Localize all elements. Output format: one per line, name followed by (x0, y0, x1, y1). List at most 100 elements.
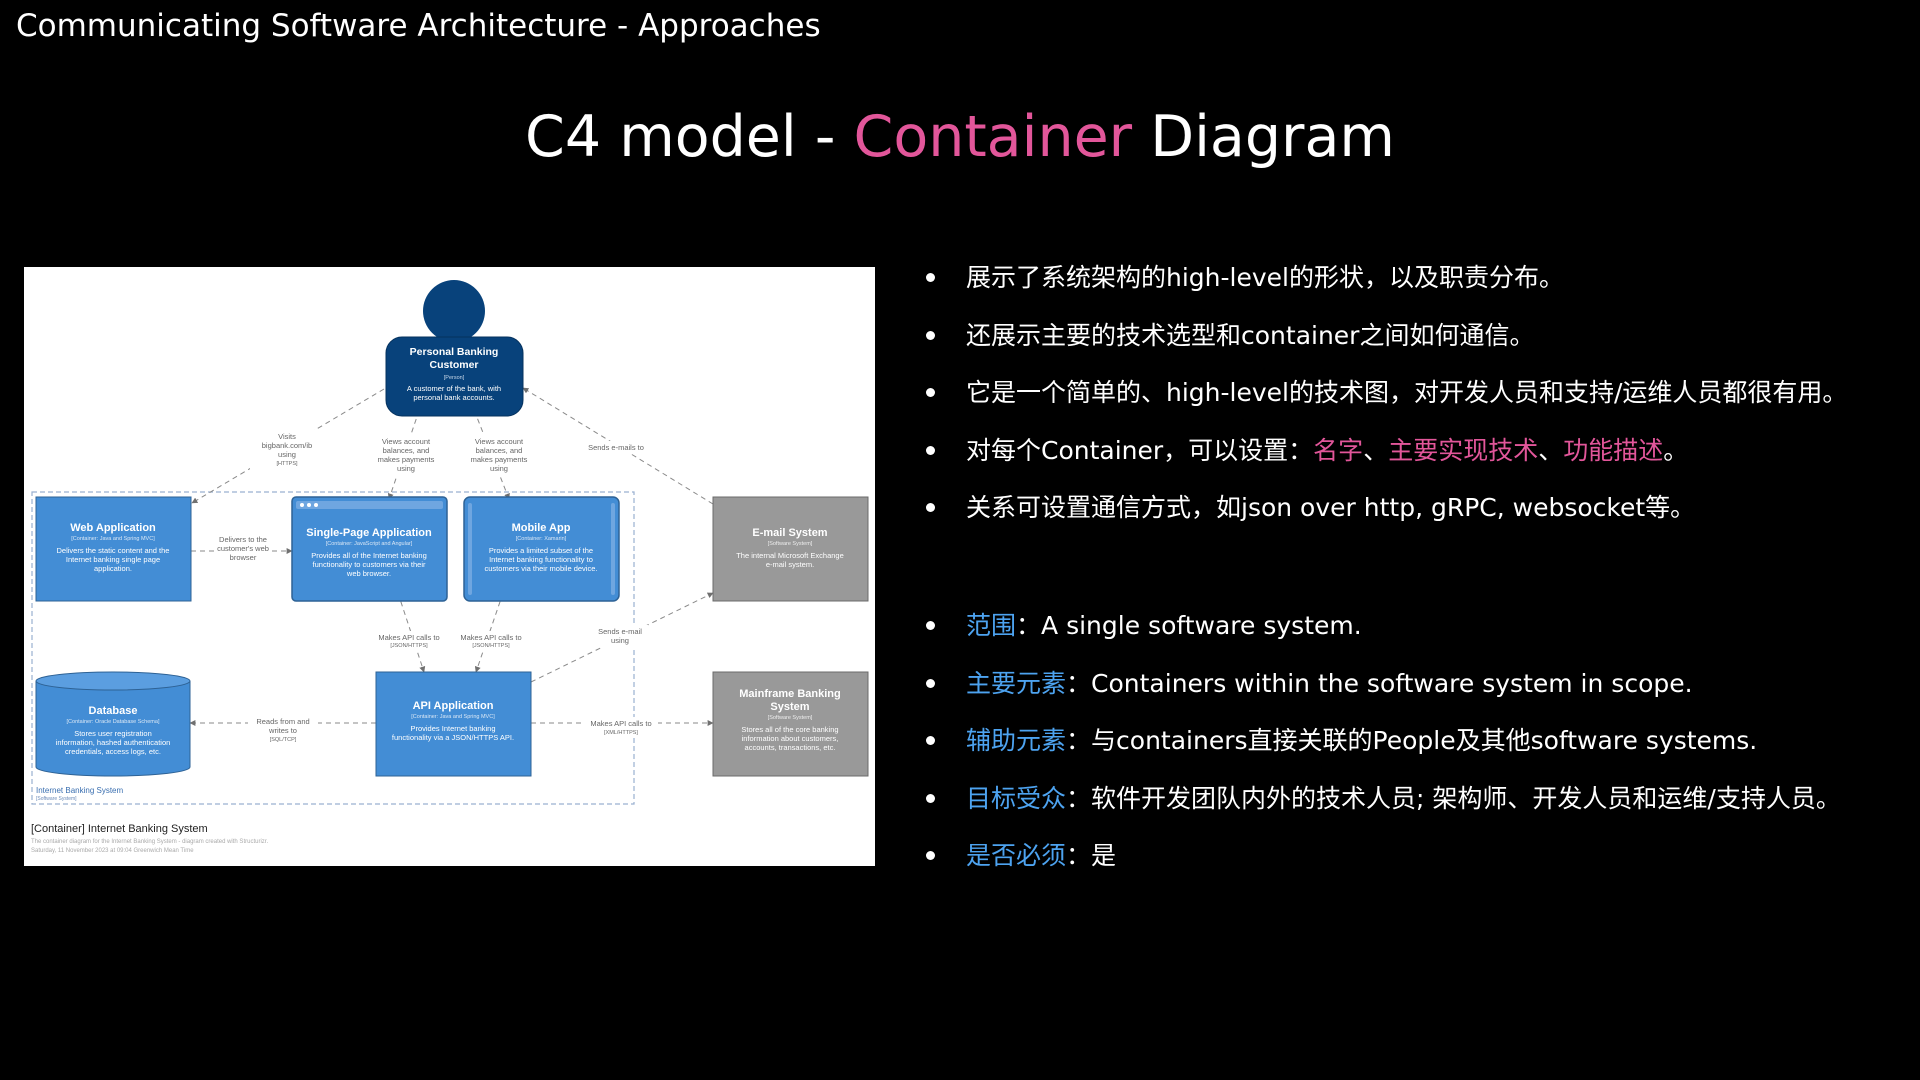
rel-views-mobile-label: Views account balances, and makes paymen… (465, 435, 533, 475)
svg-text:information, hashed authentica: information, hashed authentication (56, 738, 171, 747)
svg-text:bigbank.com/ib: bigbank.com/ib (262, 441, 312, 450)
svg-text:Makes API calls to: Makes API calls to (460, 633, 521, 642)
svg-text:[JSON/HTTPS]: [JSON/HTTPS] (390, 643, 428, 649)
diagram-footer-title: [Container] Internet Banking System (31, 823, 208, 835)
svg-text:personal bank accounts.: personal bank accounts. (413, 393, 494, 402)
container-database: Database [Container: Oracle Database Sch… (35, 671, 191, 777)
title-highlight: Container (853, 104, 1133, 170)
info-item-supporting: 辅助元素：与containers直接关联的People及其他software s… (920, 725, 1900, 783)
svg-text:Views account: Views account (382, 437, 431, 446)
svg-text:Provides all of the Internet b: Provides all of the Internet banking (311, 551, 427, 560)
svg-text:[XML/HTTPS]: [XML/HTTPS] (604, 730, 638, 736)
svg-text:Delivers the static content an: Delivers the static content and the (57, 546, 170, 555)
rel-api-spa-line (397, 592, 426, 673)
svg-text:Internet banking single page: Internet banking single page (66, 555, 160, 564)
bullet-dot-icon (926, 330, 935, 340)
svg-text:Visits: Visits (278, 432, 296, 441)
svg-text:[Person]: [Person] (444, 375, 465, 381)
svg-text:information about customers,: information about customers, (742, 734, 839, 743)
boundary-type: [Software System] (36, 796, 77, 802)
svg-text:[Container: Java and Spring MV: [Container: Java and Spring MVC] (411, 714, 495, 720)
info-sep: ： (1016, 611, 1042, 640)
bullet-dot-icon (926, 736, 935, 745)
svg-text:Web Application: Web Application (70, 522, 156, 534)
highlight-tech: 主要实现技术 (1388, 435, 1539, 465)
info-label: 是否必须 (966, 841, 1067, 870)
svg-text:Single-Page Application: Single-Page Application (306, 527, 432, 539)
title-suffix: Diagram (1132, 104, 1395, 170)
bullet-dot-icon (926, 273, 935, 282)
bullet-dot-icon (926, 678, 935, 688)
svg-text:Internet banking functionality: Internet banking functionality to (489, 555, 593, 564)
svg-text:[Container: Xamarin]: [Container: Xamarin] (516, 536, 567, 542)
bullet-dot-icon (926, 621, 935, 630)
svg-text:balances, and: balances, and (383, 446, 430, 455)
svg-text:e-mail system.: e-mail system. (766, 560, 814, 569)
rel-api-mobile-label: Makes API calls to [JSON/HTTPS] (454, 631, 528, 651)
svg-text:Makes API calls to: Makes API calls to (590, 719, 651, 728)
bullet-item: 展示了系统架构的high-level的形状，以及职责分布。 (920, 262, 1900, 320)
svg-text:functionality to customers via: functionality to customers via their (313, 560, 426, 569)
bullet-text: 关系可设置通信方式，如json over http, gRPC, websock… (966, 493, 1696, 522)
svg-text:Reads from and: Reads from and (256, 717, 309, 726)
svg-text:using: using (397, 464, 415, 473)
container-single-page-application: Single-Page Application [Container: Java… (291, 496, 448, 602)
rel-api-spa-label: Makes API calls to [JSON/HTTPS] (372, 631, 446, 651)
svg-text:E-mail System: E-mail System (752, 527, 827, 539)
title-prefix: C4 model - (525, 104, 854, 170)
svg-text:Mainframe Banking: Mainframe Banking (739, 688, 840, 700)
bullet-item: 还展示主要的技术选型和container之间如何通信。 (920, 320, 1900, 378)
svg-text:credentials, access logs, etc.: credentials, access logs, etc. (65, 747, 161, 756)
svg-text:System: System (770, 701, 809, 713)
svg-text:Makes API calls to: Makes API calls to (378, 633, 439, 642)
system-boundary (31, 491, 635, 805)
diagram-footer-line2: Saturday, 11 November 2023 at 09:04 Gree… (31, 848, 194, 854)
info-item-primary: 主要元素：Containers within the software syst… (920, 668, 1900, 726)
svg-text:Views account: Views account (475, 437, 524, 446)
svg-text:The internal Microsoft Exchang: The internal Microsoft Exchange (736, 551, 844, 560)
rel-mainframe-label: Makes API calls to [XML/HTTPS] (584, 717, 658, 737)
svg-text:accounts, transactions, etc.: accounts, transactions, etc. (745, 743, 836, 752)
bullet-text: 展示了系统架构的high-level的形状，以及职责分布。 (966, 263, 1564, 292)
svg-text:web browser.: web browser. (346, 569, 391, 578)
svg-text:writes to: writes to (268, 726, 297, 735)
info-label: 主要元素 (966, 668, 1067, 698)
svg-text:Database: Database (89, 705, 138, 717)
svg-text:[JSON/HTTPS]: [JSON/HTTPS] (472, 643, 510, 649)
separator: 、 (1538, 435, 1564, 465)
svg-text:using: using (278, 450, 296, 459)
person-personal-banking-customer: Personal Banking Customer [Person] A cus… (385, 280, 524, 417)
bullet-dot-icon (926, 793, 935, 803)
svg-text:Delivers to the: Delivers to the (219, 535, 267, 544)
svg-text:Customer: Customer (429, 359, 478, 371)
info-sep: ： (1066, 783, 1092, 813)
info-value: Containers within the software system in… (1091, 668, 1693, 698)
info-item-scope: 范围：A single software system. (920, 610, 1900, 668)
slide-title: C4 model - Container Diagram (0, 104, 1920, 170)
rel-sends-emails-label: Sends e-mails to (580, 441, 652, 453)
system-mainframe-banking: Mainframe Banking System [Software Syste… (712, 671, 869, 777)
bullet-item: 对每个Container，可以设置：名字、主要实现技术、功能描述。 (920, 435, 1900, 493)
info-value: 是 (1091, 841, 1117, 870)
svg-text:customers via their mobile dev: customers via their mobile device. (485, 564, 598, 573)
svg-text:browser: browser (230, 553, 257, 562)
rel-reads-label: Reads from and writes to [SQL/TCP] (248, 715, 318, 745)
rel-delivers-label: Delivers to the customer's web browser (214, 533, 272, 565)
separator: 、 (1363, 435, 1389, 465)
rel-api-mobile-line (474, 592, 504, 673)
rel-views-spa-line (387, 401, 423, 500)
spacer (920, 552, 1900, 610)
bullet-dot-icon (926, 503, 935, 512)
rel-sends-email-label: Sends e-mail using (592, 625, 648, 647)
svg-text:Provides a limited subset of t: Provides a limited subset of the (489, 546, 593, 555)
info-value: A single software system. (1041, 611, 1362, 640)
svg-text:using: using (490, 464, 508, 473)
bullet-list: 展示了系统架构的high-level的形状，以及职责分布。 还展示主要的技术选型… (920, 262, 1900, 898)
svg-text:[Software System]: [Software System] (768, 541, 813, 547)
info-item-audience: 目标受众：软件开发团队内外的技术人员; 架构师、开发人员和运维/支持人员。 (920, 783, 1900, 841)
svg-text:Provides Internet banking: Provides Internet banking (410, 724, 495, 733)
svg-text:functionality via a JSON/HTTPS: functionality via a JSON/HTTPS API. (392, 733, 514, 742)
bullet-item: 关系可设置通信方式，如json over http, gRPC, websock… (920, 492, 1900, 552)
bullet-text: 它是一个简单的、high-level的技术图，对开发人员和支持/运维人员都很有用… (966, 378, 1848, 407)
info-sep: ： (1066, 668, 1092, 698)
